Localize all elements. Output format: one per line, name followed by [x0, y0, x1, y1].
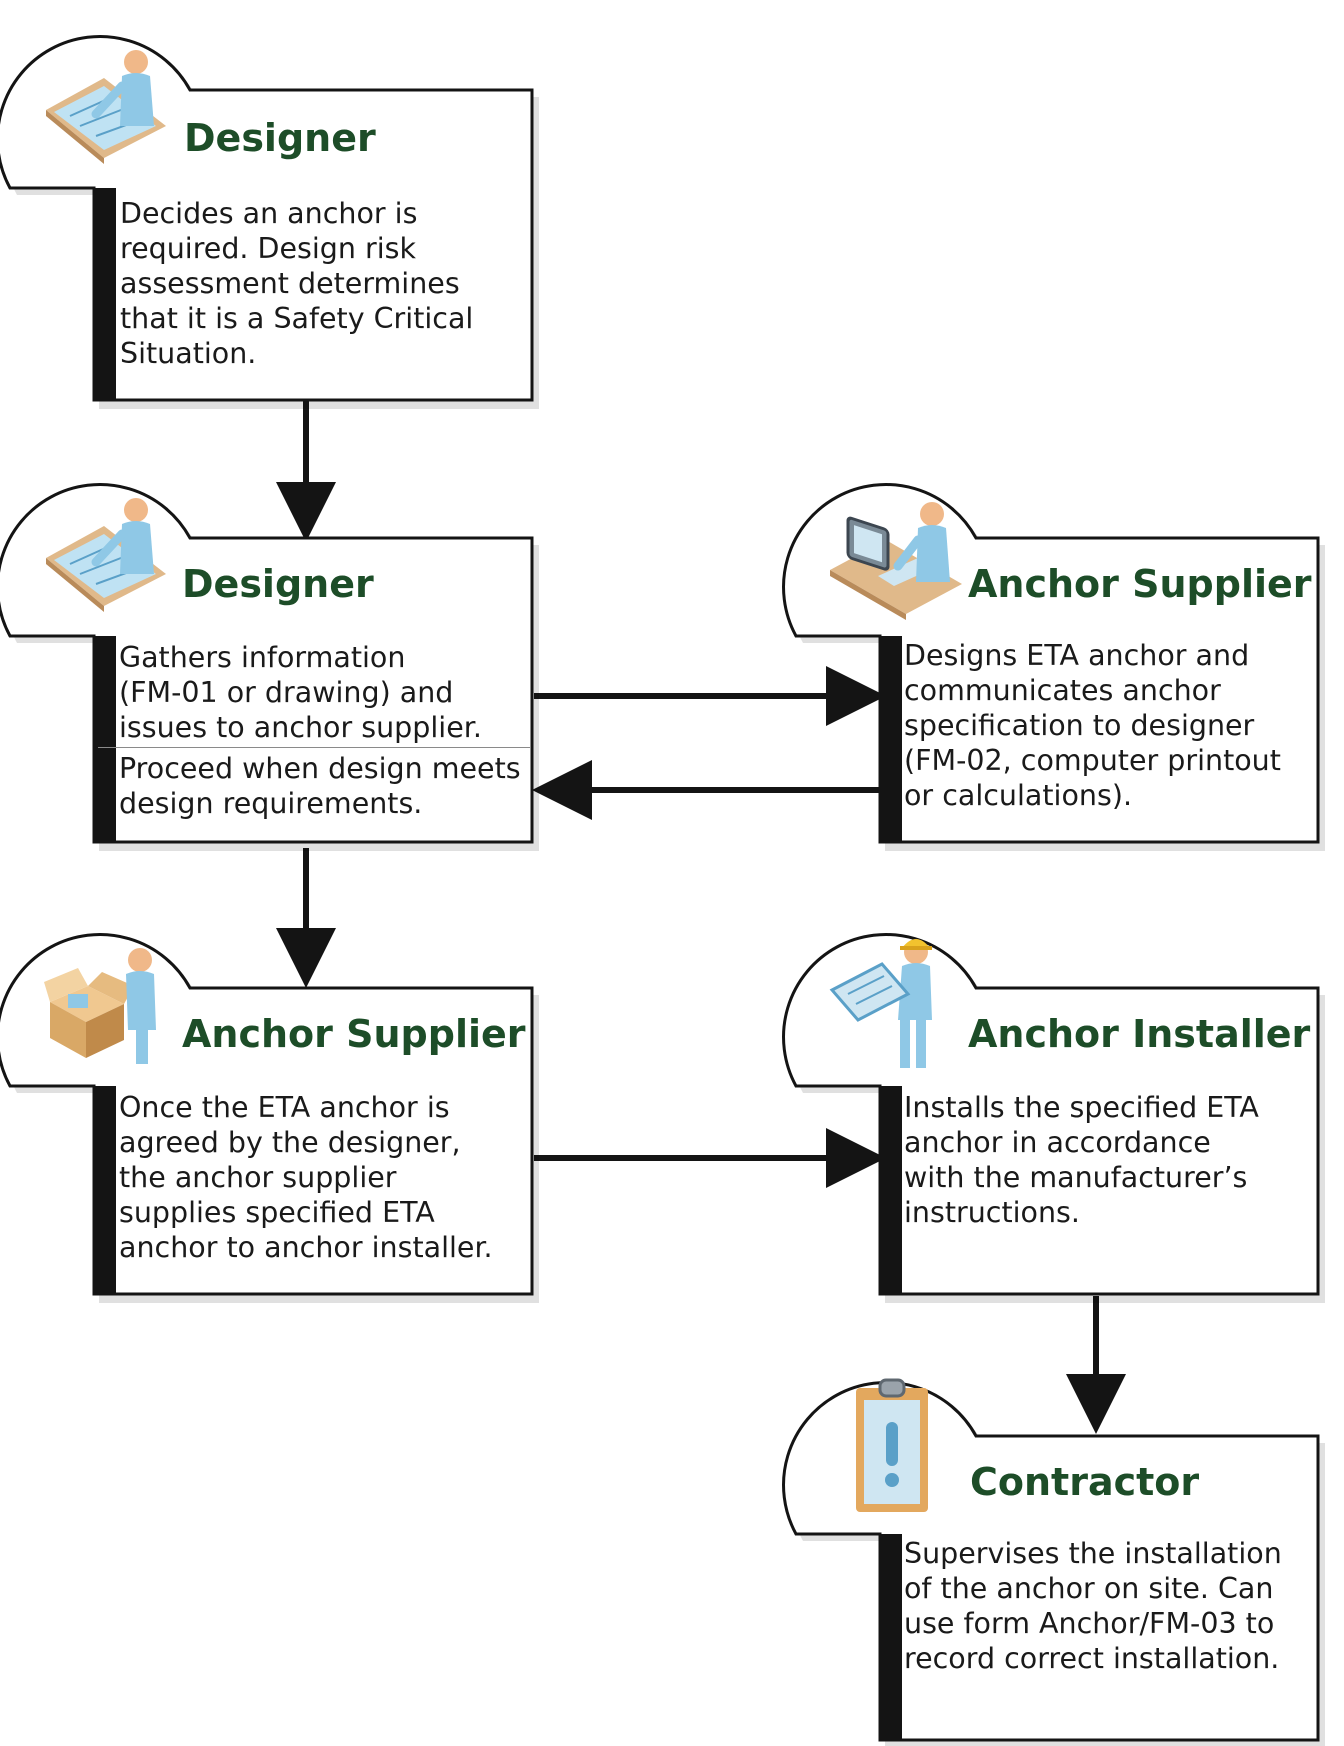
worker-in-hard-hat-with-plan-icon	[829, 924, 950, 1074]
role-title: Designer	[184, 116, 376, 160]
node-divider	[98, 747, 530, 748]
person-at-computer-desk-icon	[826, 496, 966, 620]
designer-at-drafting-table-icon	[40, 46, 170, 166]
role-title: Designer	[182, 562, 374, 606]
designer-node-1: Designer Decides an anchor is required. …	[0, 0, 560, 410]
role-description: Installs the specified ETA anchor in acc…	[904, 1091, 1259, 1229]
role-title: Contractor	[970, 1460, 1200, 1504]
person-with-open-box-icon	[44, 946, 164, 1066]
role-description-followup: Proceed when design meets design require…	[119, 752, 521, 820]
clipboard-with-exclamation-icon	[850, 1366, 940, 1516]
anchor-supplier-node-1: Anchor Supplier Designs ETA anchor and c…	[782, 448, 1344, 858]
role-description: Designs ETA anchor and communicates anch…	[904, 639, 1281, 812]
role-description: Decides an anchor is required. Design ri…	[120, 197, 474, 370]
role-description: Once the ETA anchor is agreed by the des…	[119, 1091, 493, 1264]
role-title: Anchor Supplier	[968, 562, 1312, 606]
anchor-supplier-node-2: Anchor Supplier Once the ETA anchor is a…	[0, 898, 560, 1310]
role-description: Supervises the installation of the ancho…	[904, 1537, 1282, 1675]
anchor-installer-node: Anchor Installer Installs the specified …	[782, 898, 1344, 1310]
contractor-node: Contractor Supervises the installation o…	[782, 1346, 1344, 1746]
role-title: Anchor Supplier	[182, 1012, 526, 1056]
role-title: Anchor Installer	[968, 1012, 1311, 1056]
designer-node-2: Designer Gathers information (FM-01 or d…	[0, 448, 560, 858]
role-description: Gathers information (FM-01 or drawing) a…	[119, 641, 482, 744]
designer-at-drafting-table-icon	[40, 494, 170, 614]
